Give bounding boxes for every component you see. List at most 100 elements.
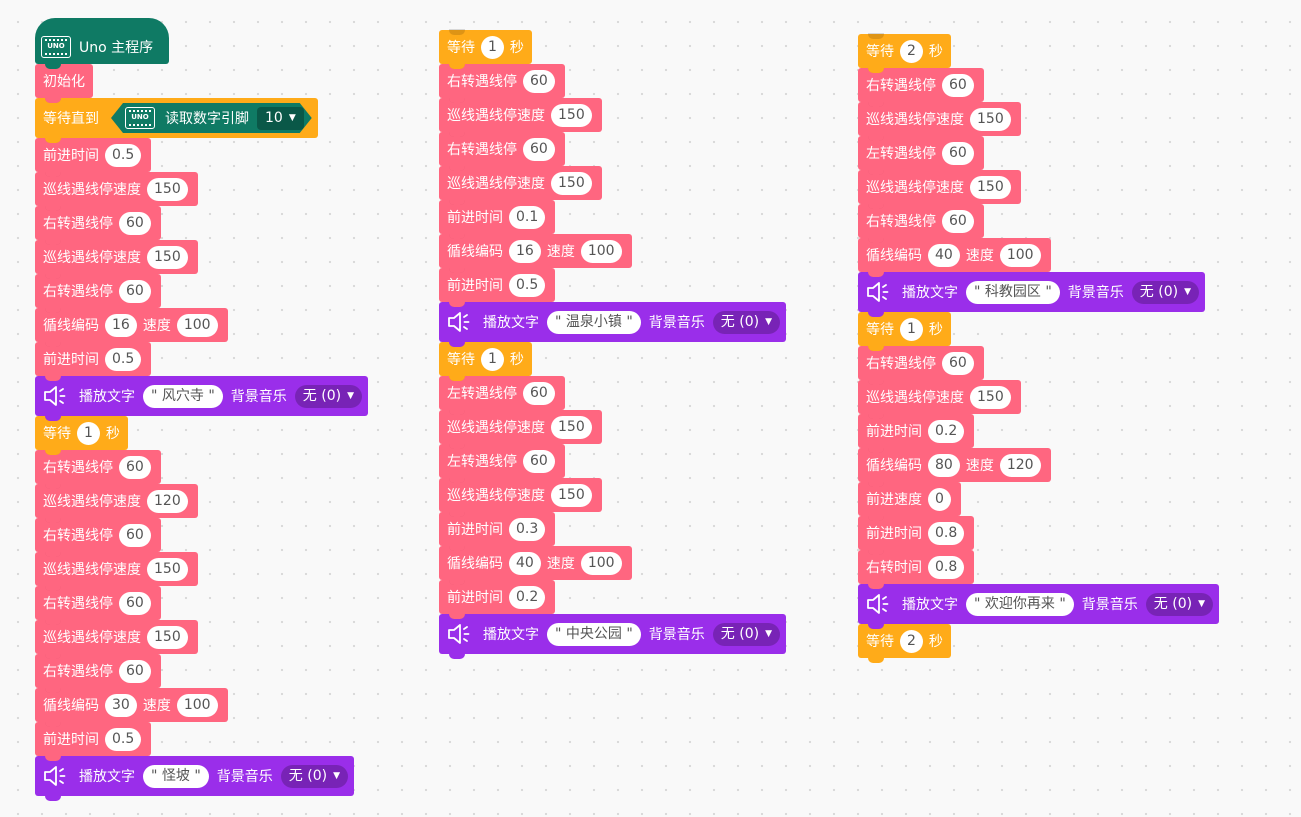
code-input[interactable]: 16 — [105, 313, 137, 337]
init-block[interactable]: 初始化 — [35, 63, 93, 103]
speed-input[interactable]: 150 — [551, 415, 592, 439]
play-text-block[interactable]: 播放文字" 欢迎你再来 "背景音乐无 (0)▼ — [858, 583, 1219, 629]
code-input[interactable]: 40 — [509, 551, 541, 575]
seconds-input[interactable]: 1 — [77, 421, 100, 445]
speed-input[interactable]: 0 — [928, 487, 951, 511]
value-input[interactable]: 60 — [942, 73, 974, 97]
background-music-dropdown[interactable]: 无 (0)▼ — [1131, 280, 1199, 304]
speed-input[interactable]: 150 — [147, 557, 188, 581]
speed-input[interactable]: 100 — [580, 239, 622, 263]
speed-input[interactable]: 100 — [176, 313, 218, 337]
play-text-block[interactable]: 播放文字" 风穴寺 "背景音乐无 (0)▼ — [35, 375, 368, 421]
time-input[interactable]: 0.8 — [928, 521, 965, 545]
seconds-input[interactable]: 1 — [900, 317, 923, 341]
code-input[interactable]: 16 — [509, 239, 541, 263]
value-input[interactable]: 60 — [942, 141, 974, 165]
text-input[interactable]: " 科教园区 " — [966, 280, 1060, 304]
time-input[interactable]: 0.5 — [105, 347, 142, 371]
value-input[interactable]: 60 — [523, 69, 555, 93]
play-text-block[interactable]: 播放文字" 科教园区 "背景音乐无 (0)▼ — [858, 271, 1205, 317]
value-input[interactable]: 60 — [523, 449, 555, 473]
speed-input[interactable]: 120 — [147, 489, 188, 513]
play-text-block[interactable]: 播放文字" 温泉小镇 "背景音乐无 (0)▼ — [439, 301, 786, 347]
speed-input[interactable]: 120 — [999, 453, 1041, 477]
background-music-dropdown[interactable]: 无 (0)▼ — [280, 764, 348, 788]
code-input[interactable]: 40 — [928, 243, 960, 267]
speed-input[interactable]: 150 — [551, 171, 592, 195]
time-input[interactable]: 0.8 — [928, 555, 965, 579]
time-input[interactable]: 0.2 — [509, 585, 546, 609]
time-input[interactable]: 0.2 — [928, 419, 965, 443]
background-music-dropdown[interactable]: 无 (0)▼ — [294, 384, 362, 408]
time-input[interactable]: 0.1 — [509, 205, 546, 229]
speed-input[interactable]: 100 — [999, 243, 1041, 267]
time-input[interactable]: 0.3 — [509, 517, 546, 541]
code-input[interactable]: 80 — [928, 453, 960, 477]
value-input[interactable]: 60 — [523, 137, 555, 161]
time-input[interactable]: 0.5 — [509, 273, 546, 297]
text-input[interactable]: " 温泉小镇 " — [547, 310, 641, 334]
value-input[interactable]: 60 — [119, 211, 151, 235]
value-input[interactable]: 60 — [942, 209, 974, 233]
pin-dropdown[interactable]: 10▼ — [257, 107, 304, 130]
speed-input[interactable]: 150 — [147, 625, 188, 649]
text-input[interactable]: " 怪坡 " — [143, 764, 209, 788]
time-input[interactable]: 0.5 — [105, 143, 142, 167]
speed-input[interactable]: 150 — [551, 483, 592, 507]
code-input[interactable]: 30 — [105, 693, 137, 717]
seconds-input[interactable]: 2 — [900, 39, 923, 63]
text-input[interactable]: " 风穴寺 " — [143, 384, 223, 408]
value-input[interactable]: 60 — [942, 351, 974, 375]
value-input[interactable]: 60 — [119, 455, 151, 479]
text-input[interactable]: " 欢迎你再来 " — [966, 592, 1074, 616]
speed-input[interactable]: 100 — [176, 693, 218, 717]
value-input[interactable]: 60 — [119, 591, 151, 615]
play-text-block[interactable]: 播放文字" 怪坡 "背景音乐无 (0)▼ — [35, 755, 354, 801]
value-input[interactable]: 60 — [119, 659, 151, 683]
time-input[interactable]: 0.5 — [105, 727, 142, 751]
background-music-dropdown[interactable]: 无 (0)▼ — [1145, 592, 1213, 616]
background-music-dropdown[interactable]: 无 (0)▼ — [712, 310, 780, 334]
speed-input[interactable]: 150 — [970, 385, 1011, 409]
speed-input[interactable]: 150 — [970, 175, 1011, 199]
text-input[interactable]: " 中央公园 " — [547, 622, 641, 646]
value-input[interactable]: 60 — [119, 523, 151, 547]
